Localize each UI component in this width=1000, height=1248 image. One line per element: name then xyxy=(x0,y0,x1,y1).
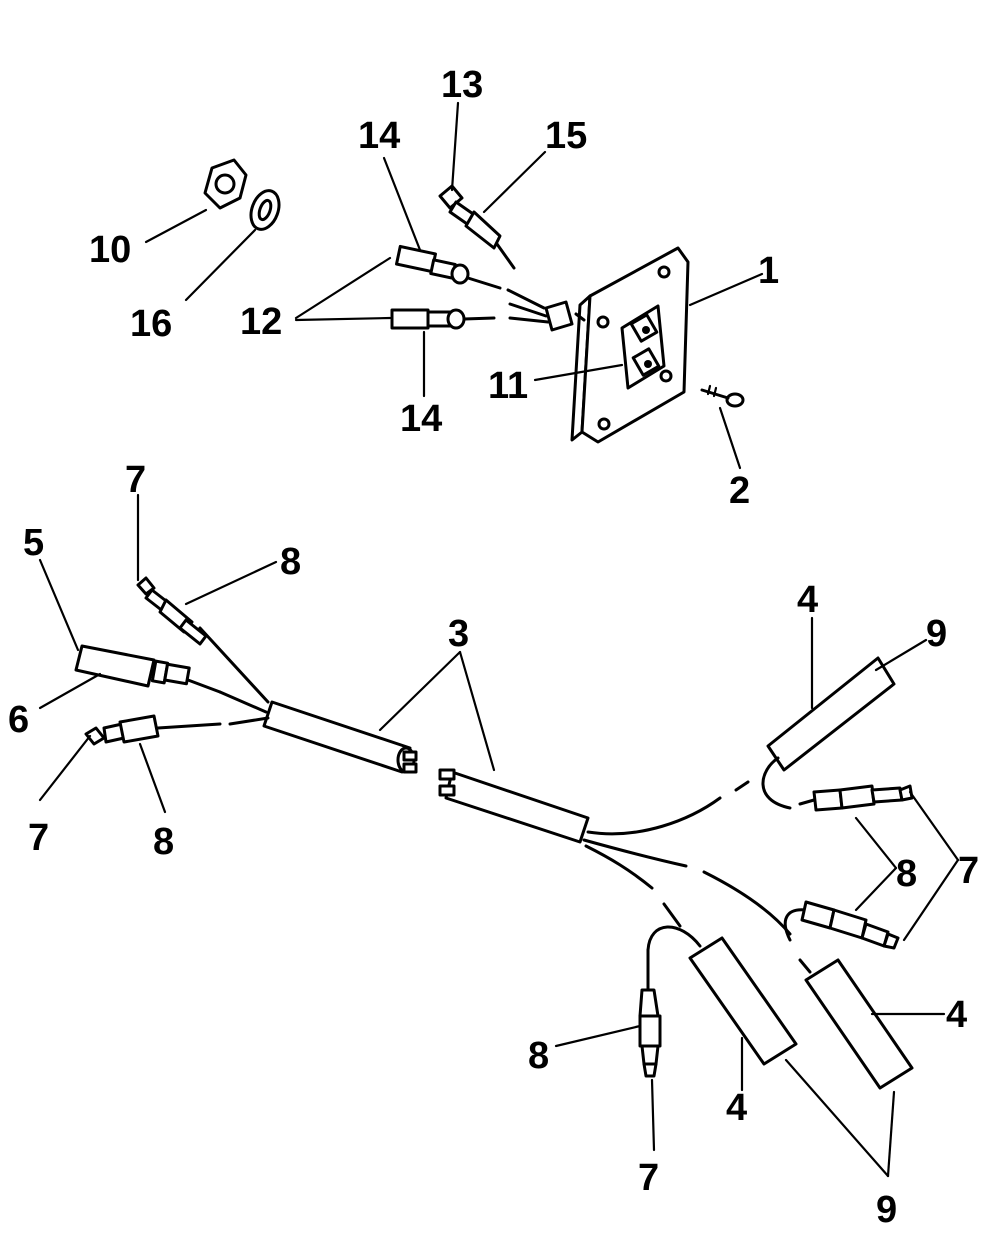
harness-right-leads xyxy=(582,796,792,936)
callout-9-bottom: 9 xyxy=(876,1189,897,1231)
connector-upper-left xyxy=(136,576,208,646)
callout-9-top: 9 xyxy=(926,613,947,655)
callout-2: 2 xyxy=(729,470,750,512)
harness-left-leads xyxy=(198,626,270,726)
washer-part xyxy=(249,189,281,231)
harness-right-segment xyxy=(438,768,590,844)
callout-6: 6 xyxy=(8,699,29,741)
connector-right-upper xyxy=(798,784,914,812)
callout-8-bottom-left: 8 xyxy=(153,821,174,863)
screw-part xyxy=(700,384,745,408)
callout-7-top-left: 7 xyxy=(125,459,146,501)
callout-15: 15 xyxy=(545,115,587,157)
hex-nut-part xyxy=(203,158,248,210)
callout-8-bottom: 8 xyxy=(528,1035,549,1077)
callout-7-right: 7 xyxy=(958,850,979,892)
connector-left-plug xyxy=(74,644,222,694)
callout-11: 11 xyxy=(488,365,528,407)
sleeve-upper-right xyxy=(734,656,896,810)
callout-10: 10 xyxy=(89,229,131,271)
callout-4-bottom: 4 xyxy=(726,1087,747,1129)
terminal-boot-part-middle xyxy=(395,244,502,290)
sleeve-lower-right xyxy=(798,958,914,1090)
harness-left-segment xyxy=(262,700,418,774)
callout-14-lower: 14 xyxy=(400,398,442,440)
callout-13: 13 xyxy=(441,64,483,106)
connector-right-lower xyxy=(783,900,900,950)
callout-7-bottom-left: 7 xyxy=(28,817,49,859)
switch-wire-stubs xyxy=(506,288,586,332)
connector-bottom xyxy=(638,948,662,1078)
callout-12: 12 xyxy=(240,301,282,343)
callout-8-top-left: 8 xyxy=(280,541,301,583)
callout-14-upper: 14 xyxy=(358,115,400,157)
terminal-boot-part-lower xyxy=(390,308,496,330)
connector-lower-left xyxy=(84,714,222,746)
leader-lines xyxy=(38,101,960,1178)
callout-3: 3 xyxy=(448,613,469,655)
rocker-switch-part xyxy=(620,304,666,390)
callout-8-right: 8 xyxy=(896,853,917,895)
callout-7-bottom: 7 xyxy=(638,1157,659,1199)
callout-5: 5 xyxy=(23,522,44,564)
sleeve-lower-middle xyxy=(646,902,798,1066)
terminal-boot-part-upper xyxy=(438,184,516,270)
callout-4-top: 4 xyxy=(797,579,818,621)
callout-4-right: 4 xyxy=(946,994,967,1036)
callout-16: 16 xyxy=(130,303,172,345)
callout-1: 1 xyxy=(758,250,779,292)
